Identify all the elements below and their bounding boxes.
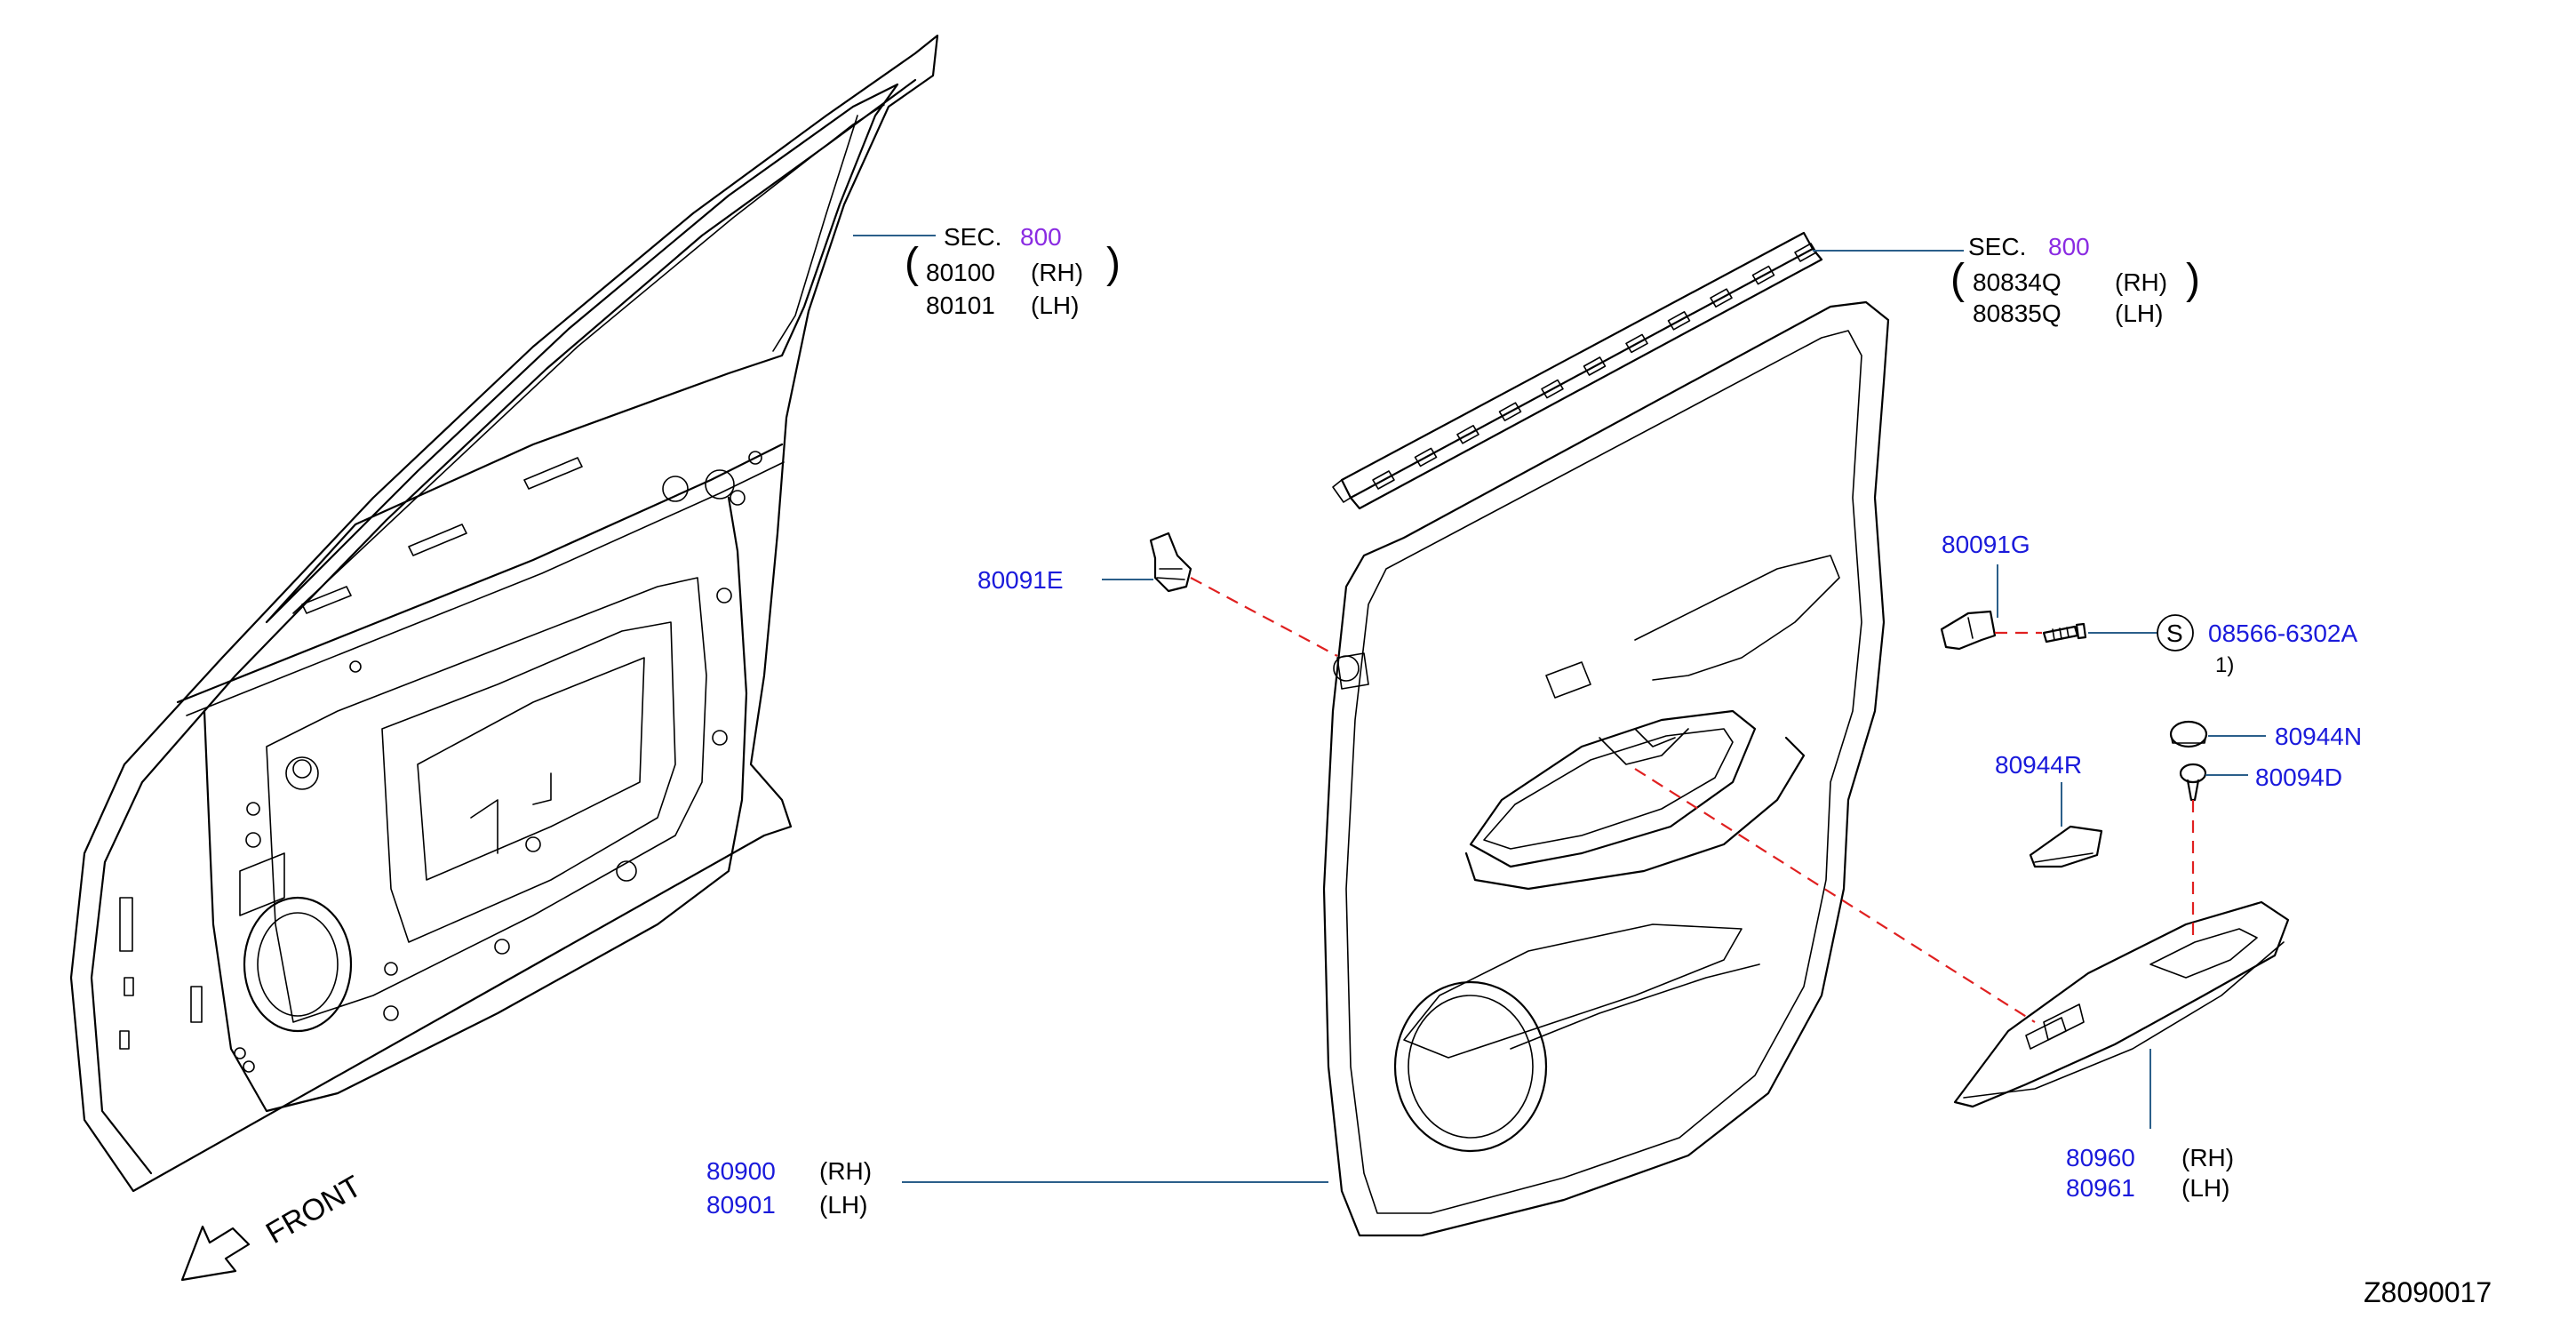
leader-lines (853, 235, 2266, 1183)
paren-open: ( (1950, 256, 1965, 303)
weatherstrip-tab (1710, 288, 1733, 308)
rh-part-number: 80834Q (1973, 268, 2062, 296)
clip-80091e-part (1149, 532, 1192, 593)
callout-finisher-80900: 80900 (RH) 80901 (LH) (706, 1157, 872, 1219)
front-arrow-icon (180, 1225, 251, 1282)
weatherstrip-tab (1625, 333, 1648, 354)
paren-open: ( (905, 240, 919, 287)
sec-number[interactable]: 800 (2048, 233, 2090, 260)
part-number-80091e[interactable]: 80091E (977, 566, 1064, 594)
lh-label: (LH) (2115, 300, 2163, 327)
cap-80944n-part (2169, 720, 2208, 748)
weatherstrip-tab (1372, 470, 1395, 490)
part-number-80944n[interactable]: 80944N (2275, 723, 2362, 750)
part-number-80094d[interactable]: 80094D (2255, 763, 2342, 791)
lh-part-number[interactable]: 80901 (706, 1191, 776, 1219)
lh-part-number: 80835Q (1973, 300, 2062, 327)
weatherstrip-tab (1456, 425, 1479, 444)
lh-label: (LH) (819, 1191, 867, 1219)
part-number-08566-6302a[interactable]: 08566-6302A (2208, 620, 2357, 647)
rh-label: (RH) (819, 1157, 872, 1185)
rh-label: (RH) (1031, 259, 1083, 286)
weatherstrip-tab (1667, 311, 1691, 331)
rh-part-number: 80100 (926, 259, 995, 286)
lh-part-number: 80101 (926, 292, 995, 319)
weatherstrip-tab (1794, 243, 1817, 262)
diagram-id: Z8090017 (2364, 1276, 2492, 1308)
weatherstrip (1332, 231, 1823, 510)
s-symbol-text: S (2166, 620, 2183, 647)
sec-label: SEC. (944, 223, 1001, 251)
door-inner-panel (69, 34, 939, 1193)
part-number-80091g[interactable]: 80091G (1942, 531, 2030, 558)
front-label: FRONT (260, 1169, 367, 1250)
s-symbol-icon (2157, 614, 2194, 652)
rh-label: (RH) (2181, 1144, 2234, 1171)
rh-part-number[interactable]: 80960 (2066, 1144, 2135, 1171)
callout-sec-weatherstrip: SEC. 800 ( 80834Q (RH) 80835Q (LH) ) (1950, 233, 2200, 327)
lh-part-number[interactable]: 80961 (2066, 1174, 2135, 1202)
paren-close: ) (1106, 240, 1121, 287)
bracket-80091g-part (1940, 610, 1997, 651)
paren-close: ) (2186, 256, 2200, 303)
lh-label: (LH) (1031, 292, 1079, 319)
rh-label: (RH) (2115, 268, 2167, 296)
assembly-lines (1190, 577, 2195, 1023)
sec-label: SEC. (1968, 233, 2026, 260)
cover-80944r-part (2029, 825, 2103, 868)
weatherstrip-tab (1541, 379, 1564, 399)
rh-part-number[interactable]: 80900 (706, 1157, 776, 1185)
armrest-80960-part (1953, 900, 2290, 1108)
callout-screw-08566: S 08566-6302A 1) (2157, 614, 2357, 677)
clip-80094d-part (2179, 763, 2207, 802)
weatherstrip-tab (1414, 447, 1438, 468)
callout-armrest-80960: 80960 (RH) 80961 (LH) (2066, 1144, 2234, 1202)
door-finisher (1322, 300, 1890, 1237)
lh-label: (LH) (2181, 1174, 2229, 1202)
part-number-80944r[interactable]: 80944R (1995, 751, 2082, 779)
screw-08566-part (2042, 622, 2087, 644)
footnote-marker: 1) (2215, 653, 2234, 677)
callout-sec-door-panel: SEC. 800 ( 80100 (RH) 80101 (LH) ) (905, 223, 1121, 319)
weatherstrip-tab (1751, 265, 1775, 285)
sec-number[interactable]: 800 (1020, 223, 1062, 251)
weatherstrip-tab (1498, 402, 1522, 421)
weatherstrip-tab (1583, 356, 1607, 376)
front-indicator: FRONT (180, 1169, 367, 1282)
